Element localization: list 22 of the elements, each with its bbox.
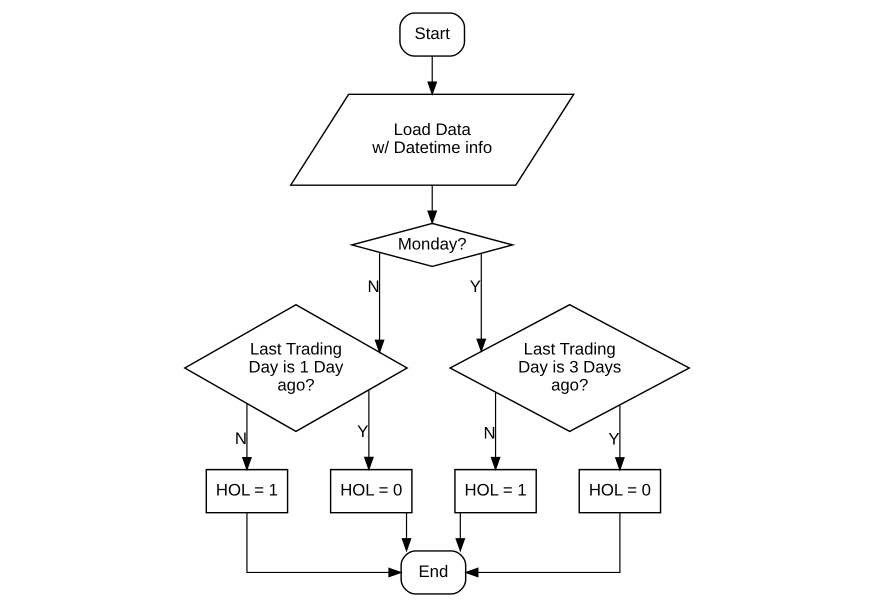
node-box: Start [399,12,466,57]
node-box: HOL = 1 [454,468,537,514]
arrow [364,390,374,472]
node-box: HOL = 0 [330,468,413,514]
arrow [614,404,625,472]
node-box: End [400,550,466,595]
edge-label: Y [470,276,481,296]
arrow [242,404,252,472]
arrow [464,512,620,578]
arrow [476,253,486,353]
arrow [402,512,412,552]
arrow [455,512,466,552]
node-diamond: Monday? [349,222,516,268]
arrow [427,56,438,96]
arrow [427,185,438,225]
edge-label: Y [608,430,620,449]
node-box: HOL = 0 [578,468,662,514]
arrow [374,252,385,354]
arrow [246,512,403,578]
arrow [490,392,501,472]
edge-label: N [368,276,380,296]
node-box: HOL = 1 [206,468,288,514]
